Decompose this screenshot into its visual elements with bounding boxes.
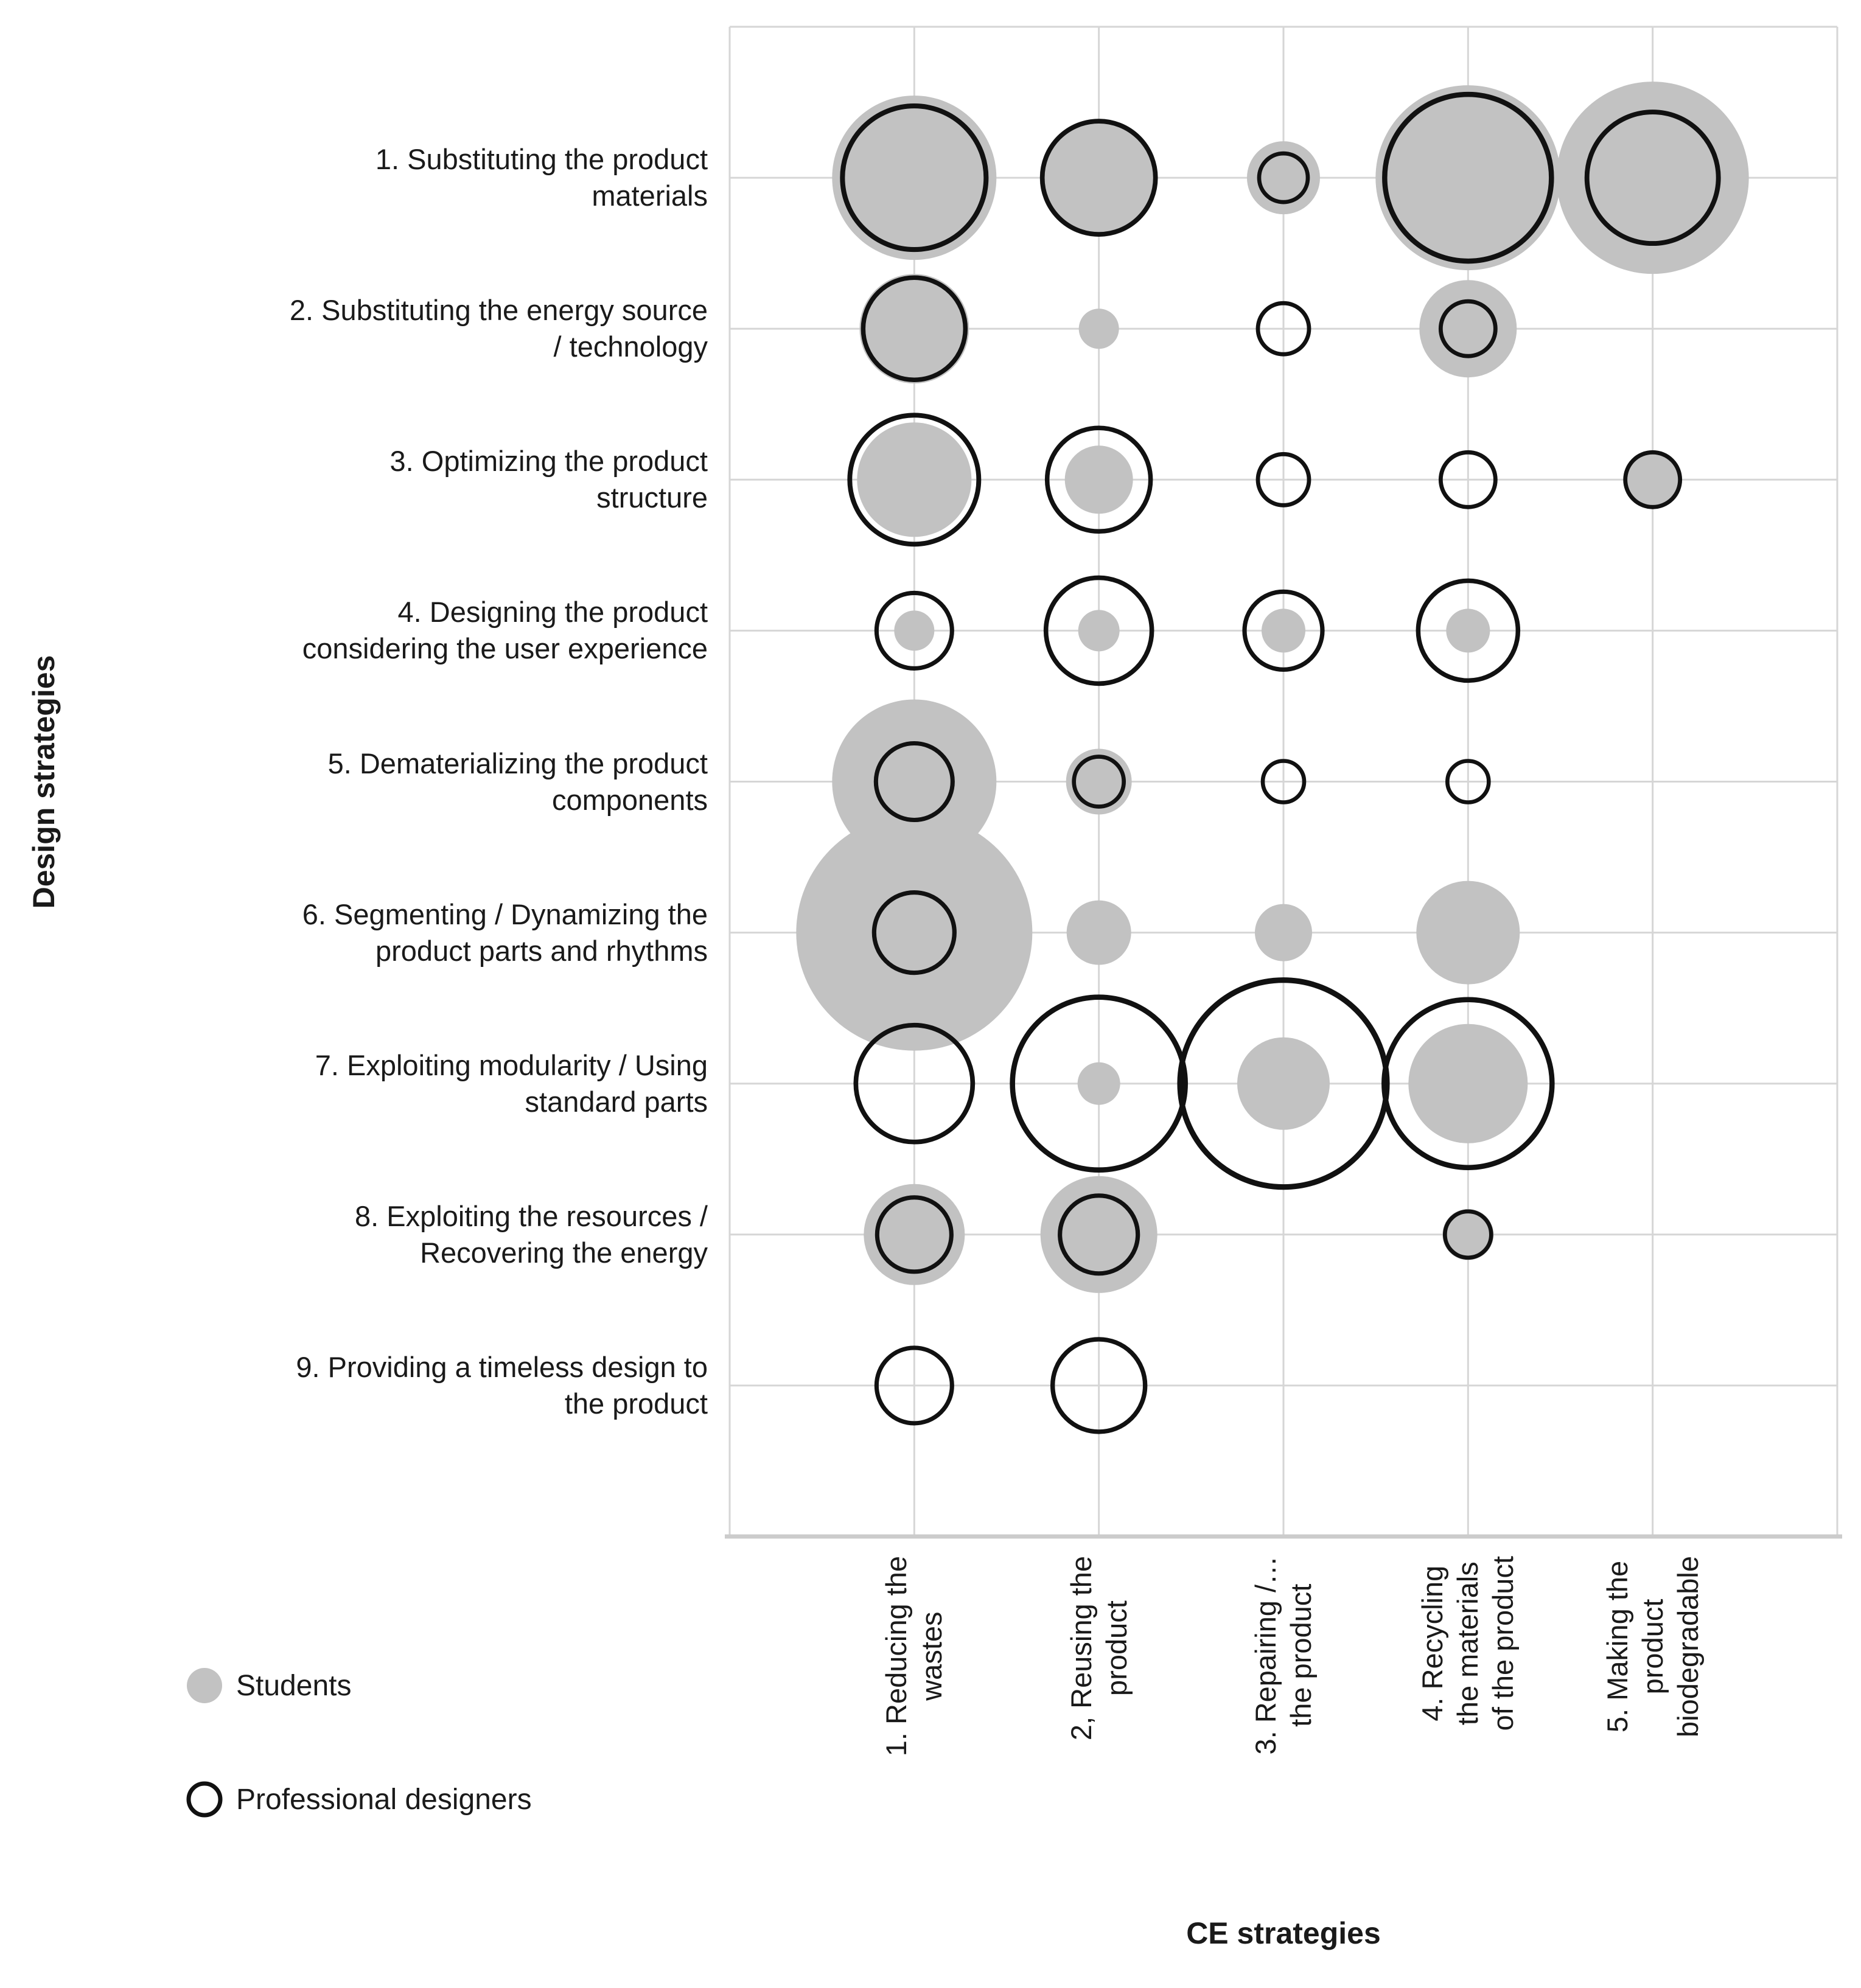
professional-designers-bubble-r5c3 — [1260, 759, 1307, 804]
students-bubble-r7c2 — [1077, 1062, 1120, 1105]
professional-designers-bubble-r9c1 — [874, 1345, 954, 1426]
students-bubble-r3c1 — [857, 422, 972, 537]
legend-item-professional-designers: Professional designers — [183, 1777, 532, 1821]
professional-designers-bubble-r8c1 — [875, 1195, 954, 1274]
students-bubble-r1c1 — [832, 96, 997, 260]
x-axis-label-4: 4. Recycling the materials of the produc… — [1416, 1556, 1520, 1731]
professional-designers-bubble-r5c1 — [873, 741, 955, 823]
students-bubble-r6c1 — [796, 814, 1033, 1051]
students-bubble-r8c2 — [1040, 1176, 1157, 1293]
professional-designers-bubble-r3c2 — [1044, 425, 1153, 534]
professional-designers-bubble-r3c1 — [847, 413, 982, 547]
professional-designers-bubble-r7c3 — [1177, 977, 1390, 1190]
students-bubble-r2c1 — [859, 274, 969, 384]
y-axis-label-5: 5. Dematerializing the product component… — [327, 747, 708, 816]
professional-designers-bubble-r3c4 — [1438, 450, 1498, 509]
professional-designers-bubble-r2c1 — [861, 275, 968, 382]
professional-designers-bubbles — [840, 91, 1721, 1434]
professional-designers-bubble-r7c4 — [1381, 997, 1555, 1170]
students-bubble-r3c2 — [1064, 445, 1133, 514]
professional-designers-bubble-r2c3 — [1255, 301, 1311, 357]
students-bubble-r1c2 — [1039, 119, 1158, 237]
professional-designers-bubble-r6c1 — [871, 890, 957, 975]
students-bubble-r7c4 — [1408, 1024, 1528, 1143]
professional-designers-bubble-r4c2 — [1043, 575, 1154, 686]
professional-designers-bubble-r5c4 — [1445, 759, 1491, 804]
x-axis-label-5: 5. Making the product biodegradable — [1601, 1556, 1704, 1737]
students-bubbles — [796, 82, 1749, 1293]
professional-designers-bubble-r1c3 — [1257, 151, 1310, 204]
students-bubble-r3c5 — [1627, 454, 1678, 506]
professional-designers-bubble-r3c3 — [1255, 452, 1311, 507]
y-axis-label-2: 2. Substituting the energy source / tech… — [289, 294, 708, 363]
professional-designers-bubble-r5c2 — [1072, 755, 1126, 809]
legend-item-students: Students — [183, 1664, 351, 1707]
professional-designers-bubble-r7c1 — [853, 1022, 976, 1145]
students-bubble-r6c4 — [1416, 881, 1520, 985]
students-bubble-r4c1 — [894, 610, 935, 651]
professional-designers-bubble-r2c4 — [1438, 299, 1498, 358]
students-bubble-r6c3 — [1255, 904, 1312, 961]
x-axis-label-2: 2, Reusing the product — [1064, 1556, 1133, 1741]
students-bubble-r4c4 — [1446, 609, 1490, 653]
y-axis-label-8: 8. Exploiting the resources / Recovering… — [355, 1199, 708, 1269]
professional-designers-bubble-r1c2 — [1039, 119, 1158, 237]
students-bubble-r8c4 — [1442, 1208, 1494, 1260]
y-axis-label-3: 3. Optimizing the product structure — [389, 445, 708, 514]
y-axis-label-4: 4. Designing the product considering the… — [302, 596, 708, 665]
students-bubble-r4c2 — [1078, 610, 1120, 652]
students-bubble-r6c2 — [1066, 900, 1131, 965]
professional-designers-bubble-r8c4 — [1442, 1209, 1493, 1260]
x-axis-title: CE strategies — [1186, 1916, 1381, 1950]
students-bubble-r2c4 — [1419, 280, 1517, 378]
x-axis-label-1: 1. Reducing the wastes — [880, 1556, 948, 1757]
professional-designers-bubble-r9c2 — [1050, 1337, 1148, 1434]
students-bubble-r2c2 — [1078, 309, 1119, 349]
professional-designers-bubble-r8c2 — [1058, 1193, 1140, 1276]
professional-designers-bubble-r4c1 — [874, 590, 954, 671]
y-axis-label-1: 1. Substituting the product materials — [375, 143, 708, 212]
students-legend-marker — [187, 1668, 222, 1703]
y-axis-label-9: 9. Providing a timeless design to the pr… — [296, 1350, 708, 1420]
professional-designers-bubble-r4c4 — [1416, 578, 1521, 683]
professional-designers-bubble-r1c5 — [1584, 110, 1721, 246]
professional-designers-legend-marker — [186, 1781, 223, 1818]
professional-designers-bubble-r4c3 — [1242, 589, 1325, 672]
students-bubble-r4c3 — [1262, 609, 1305, 653]
professional-designers-bubble-r3c5 — [1623, 450, 1683, 509]
students-bubble-r7c3 — [1237, 1037, 1330, 1130]
students-bubble-r1c4 — [1375, 85, 1561, 271]
legend-label-professional-designers: Professional designers — [236, 1783, 532, 1816]
professional-designers-bubble-r1c1 — [840, 103, 989, 253]
professional-designers-bubble-r1c4 — [1382, 91, 1554, 264]
y-axis-label-7: 7. Exploiting modularity / Using standar… — [315, 1048, 708, 1118]
legend-label-students: Students — [236, 1669, 352, 1702]
professional-designers-bubble-r7c2 — [1010, 994, 1188, 1173]
x-axis-label-3: 3. Repairing /… the product — [1249, 1556, 1317, 1755]
y-axis-label-6: 6. Segmenting / Dynamizing the product p… — [302, 898, 708, 967]
